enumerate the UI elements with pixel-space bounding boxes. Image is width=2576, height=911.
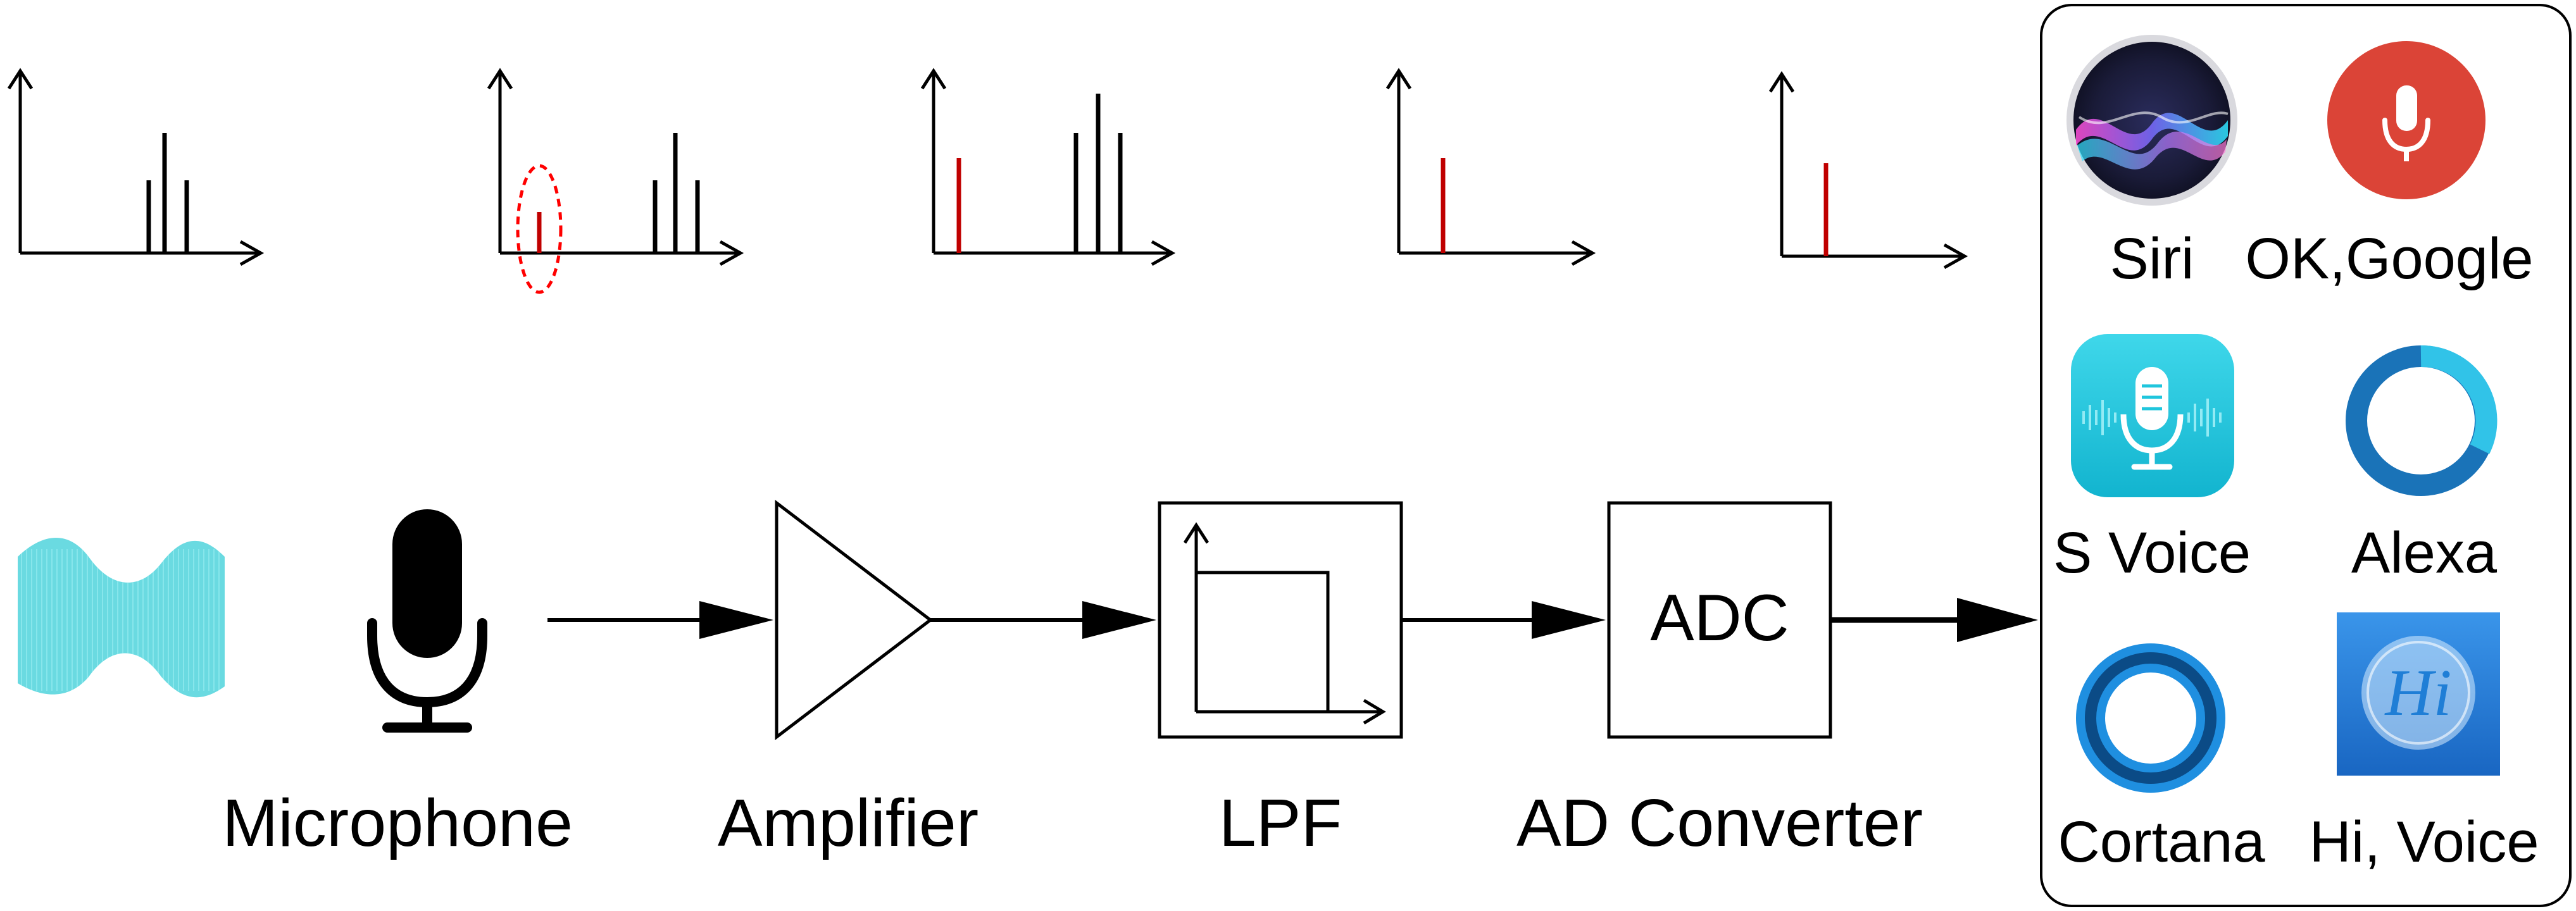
arrow-mic-to-amplifier <box>547 601 773 639</box>
y-axis-arrowhead <box>920 68 947 90</box>
arrow-amplifier-to-lpf <box>930 601 1156 639</box>
stage-label-amplifier: Amplifier <box>718 786 979 860</box>
x-axis-arrowhead <box>1571 240 1596 266</box>
spectrum-5 <box>1768 71 1968 270</box>
voice-assistants-panel: Hi Siri OK,Google S Voice Alexa Cortana … <box>2040 4 2572 907</box>
arrow-adc-to-assistants <box>1830 598 2038 642</box>
lpf-block <box>1158 501 1403 739</box>
alexa-icon <box>2346 345 2498 496</box>
x-axis-arrowhead <box>1943 243 1968 270</box>
y-axis-arrowhead <box>1385 68 1412 90</box>
spectrum-4 <box>1385 68 1596 266</box>
siri-icon <box>2066 35 2237 206</box>
y-axis-arrowhead <box>7 68 34 90</box>
adc-block: ADC <box>1607 501 1832 739</box>
adc-box-text: ADC <box>1650 581 1789 655</box>
assistant-label-alexa: Alexa <box>2351 521 2498 585</box>
y-axis-arrowhead <box>1768 71 1795 93</box>
assistant-label-ok-google: OK,Google <box>2245 226 2533 291</box>
x-axis-arrowhead <box>239 240 265 266</box>
x-axis-arrowhead <box>719 240 744 266</box>
assistant-label-hi-voice: Hi, Voice <box>2309 810 2539 874</box>
arrow-lpf-to-adc <box>1401 601 1606 639</box>
microphone-icon <box>367 509 487 733</box>
highlight-ellipse <box>516 164 563 294</box>
spectrum-2 <box>487 68 744 294</box>
sound-waveform <box>18 538 225 698</box>
amplifier-symbol <box>775 499 934 741</box>
spectrum-1 <box>7 68 265 266</box>
lpf-response-curve <box>1196 571 1330 712</box>
google-mic-icon <box>2327 41 2485 199</box>
stage-label-microphone: Microphone <box>222 786 573 860</box>
cortana-icon <box>2076 643 2225 793</box>
y-axis-arrowhead <box>487 68 513 90</box>
stage-label-ad-converter: AD Converter <box>1516 786 1923 860</box>
assistant-label-siri: Siri <box>2110 226 2194 291</box>
hi-voice-glyph: Hi <box>2384 655 2452 729</box>
hi-voice-icon: Hi <box>2337 612 2500 776</box>
stage-label-lpf: LPF <box>1219 786 1342 860</box>
assistant-label-s-voice: S Voice <box>2053 521 2251 585</box>
spectra-row <box>7 68 1968 294</box>
x-axis-arrowhead <box>1151 240 1176 266</box>
s-voice-icon <box>2071 334 2234 497</box>
spectrum-3 <box>920 68 1176 266</box>
assistant-label-cortana: Cortana <box>2058 810 2265 874</box>
